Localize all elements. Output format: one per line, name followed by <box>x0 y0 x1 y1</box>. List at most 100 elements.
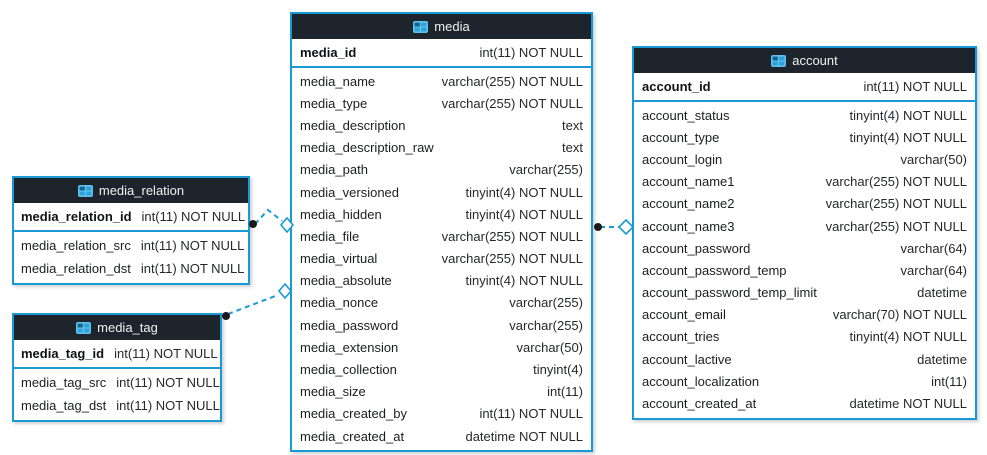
table-row[interactable]: media_id int(11) NOT NULL <box>292 39 591 68</box>
pk-column-name: media_relation_id <box>21 209 132 224</box>
column-type: varchar(255) NOT NULL <box>825 218 967 234</box>
table-row[interactable]: account_type tinyint(4) NOT NULL <box>634 126 975 149</box>
table-row[interactable]: media_relation_src int(11) NOT NULL <box>14 234 248 257</box>
table-row[interactable]: media_tag_id int(11) NOT NULL <box>14 340 220 369</box>
table-row[interactable]: media_nonce varchar(255) <box>292 291 591 315</box>
table-row[interactable]: media_type varchar(255) NOT NULL <box>292 92 591 115</box>
column-type: varchar(255) NOT NULL <box>441 251 583 267</box>
column-name: media_password <box>300 317 399 333</box>
table-row[interactable]: account_email varchar(70) NOT NULL <box>634 303 975 326</box>
column-type: int(11) NOT NULL <box>116 375 220 390</box>
table-row[interactable]: media_file varchar(255) NOT NULL <box>292 225 591 248</box>
table-row[interactable]: account_name2 varchar(255) NOT NULL <box>634 192 975 215</box>
column-name: media_created_at <box>300 428 405 444</box>
column-type: int(11) NOT NULL <box>140 261 245 276</box>
table-row[interactable]: media_tag_dst int(11) NOT NULL <box>14 394 220 417</box>
table-row[interactable]: account_created_at datetime NOT NULL <box>634 392 975 415</box>
connector-media-relation-media[interactable] <box>249 208 295 234</box>
table-row[interactable]: media_absolute tinyint(4) NOT NULL <box>292 269 591 292</box>
table-row[interactable]: media_relation_dst int(11) NOT NULL <box>14 257 248 280</box>
table-row[interactable]: account_password_temp varchar(64) <box>634 259 975 282</box>
table-account-columns: account_status tinyint(4) NOT NULL accou… <box>634 102 975 418</box>
table-row[interactable]: media_description_raw text <box>292 136 591 159</box>
pk-column-type: int(11) NOT NULL <box>114 346 218 361</box>
table-row[interactable]: media_virtual varchar(255) NOT NULL <box>292 247 591 270</box>
connector-line <box>227 294 279 315</box>
table-row[interactable]: account_localization int(11) <box>634 370 975 393</box>
table-row[interactable]: media_size int(11) <box>292 380 591 403</box>
table-row[interactable]: account_status tinyint(4) NOT NULL <box>634 104 975 127</box>
column-name: account_lactive <box>642 351 732 367</box>
pk-column-type: int(11) NOT NULL <box>141 209 246 224</box>
column-type: datetime NOT NULL <box>849 396 967 412</box>
column-name: media_nonce <box>300 295 379 311</box>
connector-dot-endpoint <box>249 220 257 228</box>
table-media-relation-columns: media_relation_src int(11) NOT NULL medi… <box>14 232 248 283</box>
column-type: int(11) NOT NULL <box>116 398 220 413</box>
column-name: account_status <box>642 107 730 123</box>
table-media-relation-title: media_relation <box>98 183 185 198</box>
column-type: varchar(64) <box>900 240 967 256</box>
column-type: text <box>562 117 583 133</box>
pk-column-type: int(11) NOT NULL <box>479 45 583 60</box>
column-type: varchar(64) <box>900 262 967 278</box>
column-type: tinyint(4) NOT NULL <box>849 129 967 145</box>
column-type: tinyint(4) NOT NULL <box>465 184 583 200</box>
column-name: media_type <box>300 95 368 111</box>
table-row[interactable]: media_password varchar(255) <box>292 314 591 337</box>
table-media-tag-header[interactable]: media_tag <box>14 315 220 340</box>
table-row[interactable]: account_id int(11) NOT NULL <box>634 73 975 102</box>
table-account-header[interactable]: account <box>634 48 975 73</box>
table-row[interactable]: media_description text <box>292 114 591 137</box>
table-row[interactable]: account_password_temp_limit datetime <box>634 281 975 304</box>
table-row[interactable]: account_password varchar(64) <box>634 237 975 260</box>
column-name: media_path <box>300 162 368 178</box>
column-type: varchar(255) NOT NULL <box>825 174 967 190</box>
table-row[interactable]: media_name varchar(255) NOT NULL <box>292 70 591 93</box>
table-row[interactable]: media_created_by int(11) NOT NULL <box>292 402 591 425</box>
column-type: tinyint(4) NOT NULL <box>465 206 583 222</box>
table-media[interactable]: media media_id int(11) NOT NULL media_na… <box>290 12 593 453</box>
column-name: account_name1 <box>642 174 735 190</box>
table-row[interactable]: account_tries tinyint(4) NOT NULL <box>634 325 975 349</box>
column-type: tinyint(4) NOT NULL <box>849 107 967 123</box>
column-name: media_tag_src <box>21 375 107 390</box>
table-row[interactable]: media_created_at datetime NOT NULL <box>292 425 591 448</box>
pk-column-type: int(11) NOT NULL <box>863 79 967 94</box>
column-type: varchar(255) <box>509 295 583 311</box>
column-name: media_relation_dst <box>21 261 131 276</box>
connector-media-tag-media[interactable] <box>222 282 293 320</box>
table-media-header[interactable]: media <box>292 14 591 39</box>
table-row[interactable]: media_hidden tinyint(4) NOT NULL <box>292 203 591 226</box>
table-icon <box>771 54 787 67</box>
table-row[interactable]: account_name3 varchar(255) NOT NULL <box>634 214 975 238</box>
table-row[interactable]: account_login varchar(50) <box>634 148 975 171</box>
table-media-relation-header[interactable]: media_relation <box>14 178 248 203</box>
column-type: datetime <box>917 351 967 367</box>
column-type: varchar(255) <box>509 162 583 178</box>
column-name: media_description_raw <box>300 140 434 156</box>
table-media-tag-title: media_tag <box>97 320 158 335</box>
column-type: varchar(255) NOT NULL <box>441 73 583 89</box>
table-media-title: media <box>434 19 470 34</box>
table-icon <box>413 20 429 33</box>
table-row[interactable]: media_path varchar(255) <box>292 158 591 181</box>
table-row[interactable]: media_versioned tinyint(4) NOT NULL <box>292 180 591 204</box>
column-name: media_description <box>300 117 406 133</box>
table-row[interactable]: media_tag_src int(11) NOT NULL <box>14 371 220 394</box>
pk-column-name: media_tag_id <box>21 346 105 361</box>
column-name: media_collection <box>300 362 397 378</box>
table-row[interactable]: account_name1 varchar(255) NOT NULL <box>634 170 975 193</box>
column-type: int(11) <box>931 373 967 389</box>
table-account[interactable]: account account_id int(11) NOT NULL acco… <box>632 46 977 420</box>
table-row[interactable]: media_relation_id int(11) NOT NULL <box>14 203 248 232</box>
column-type: varchar(50) <box>516 339 583 355</box>
column-type: datetime NOT NULL <box>465 428 583 444</box>
table-row[interactable]: media_collection tinyint(4) <box>292 358 591 381</box>
table-row[interactable]: media_extension varchar(50) <box>292 336 591 359</box>
connector-media-account[interactable] <box>594 218 635 236</box>
table-media-tag[interactable]: media_tag media_tag_id int(11) NOT NULL … <box>12 313 222 422</box>
table-media-relation[interactable]: media_relation media_relation_id int(11)… <box>12 176 250 285</box>
table-row[interactable]: account_lactive datetime <box>634 348 975 371</box>
column-name: account_type <box>642 129 720 145</box>
